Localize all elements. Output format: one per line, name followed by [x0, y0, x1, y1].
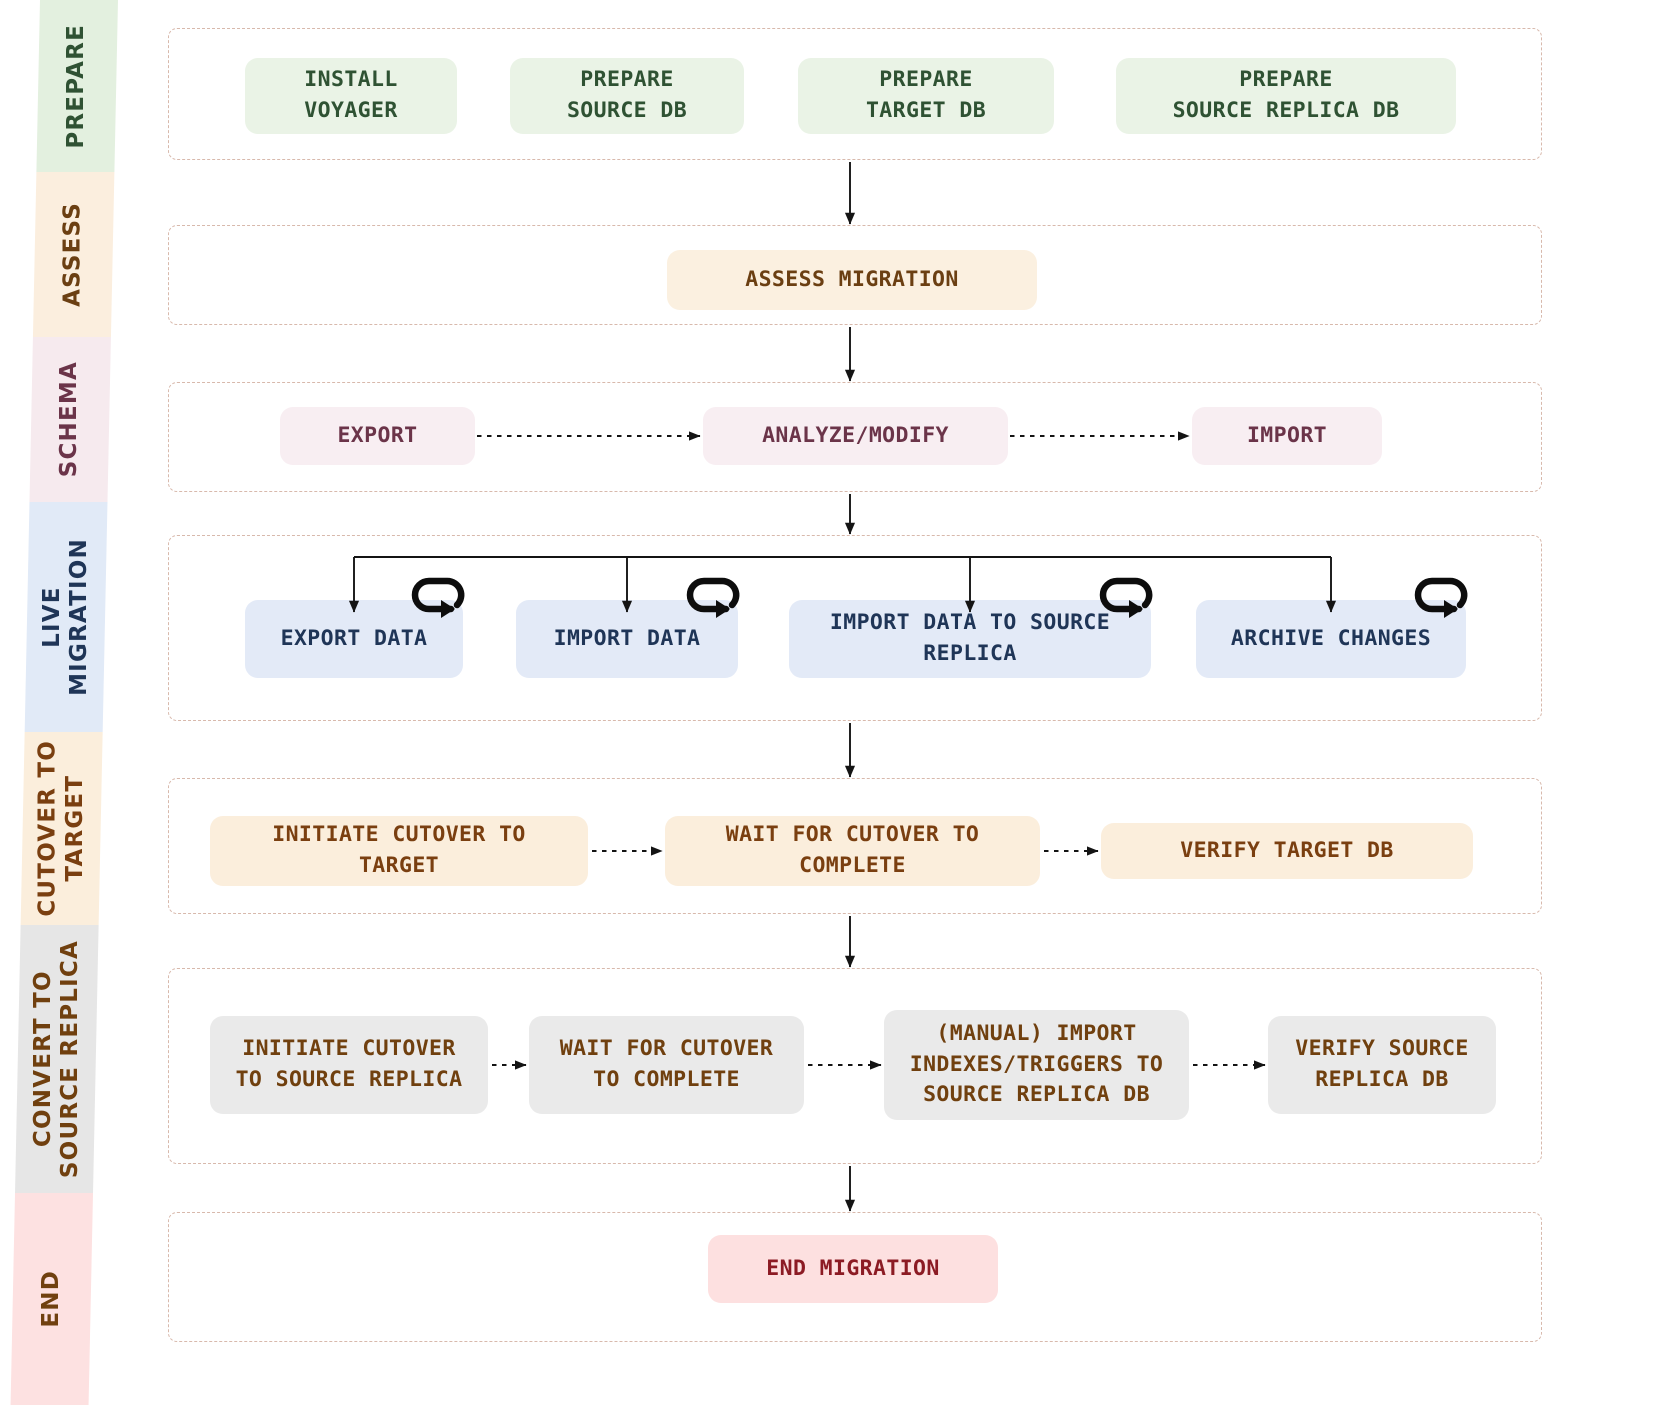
stage-live-migration: [168, 535, 1542, 721]
loop-repeat-icon: [1414, 577, 1468, 618]
node-prepare-source-replica-db[interactable]: PREPARE SOURCE REPLICA DB: [1116, 58, 1456, 134]
phase-band-schema: SCHEMA: [29, 337, 111, 502]
node-manual-import-indexes-triggers[interactable]: (MANUAL) IMPORT INDEXES/TRIGGERS TO SOUR…: [884, 1010, 1189, 1120]
node-end-migration[interactable]: END MIGRATION: [708, 1235, 998, 1303]
node-install-voyager[interactable]: INSTALL VOYAGER: [245, 58, 457, 134]
node-assess-migration[interactable]: ASSESS MIGRATION: [667, 250, 1037, 310]
node-verify-source-replica-db[interactable]: VERIFY SOURCE REPLICA DB: [1268, 1016, 1496, 1114]
node-import-data[interactable]: IMPORT DATA: [516, 600, 738, 678]
node-export-data[interactable]: EXPORT DATA: [245, 600, 463, 678]
loop-repeat-icon: [686, 577, 740, 618]
node-import-data-to-source-replica[interactable]: IMPORT DATA TO SOURCE REPLICA: [789, 600, 1151, 678]
node-prepare-source-db[interactable]: PREPARE SOURCE DB: [510, 58, 744, 134]
stage-cutover-to-target: [168, 778, 1542, 914]
stage-assess: [168, 225, 1542, 325]
node-prepare-target-db[interactable]: PREPARE TARGET DB: [798, 58, 1054, 134]
migration-phase-rail: PREPARE ASSESS SCHEMA LIVE MIGRATION CUTOVER…: [10, 0, 119, 1405]
node-schema-import[interactable]: IMPORT: [1192, 407, 1382, 465]
phase-label-schema: SCHEMA: [56, 361, 83, 478]
node-archive-changes[interactable]: ARCHIVE CHANGES: [1196, 600, 1466, 678]
stage-schema: [168, 382, 1542, 492]
node-initiate-cutover-to-target[interactable]: INITIATE CUTOVER TO TARGET: [210, 816, 588, 886]
phase-label-assess: ASSESS: [60, 202, 87, 307]
loop-repeat-icon: [1099, 577, 1153, 618]
node-verify-target-db[interactable]: VERIFY TARGET DB: [1101, 823, 1473, 879]
phase-band-convert: CONVERT TO SOURCE REPLICA: [15, 925, 99, 1193]
stage-prepare: [168, 28, 1542, 160]
phase-band-end: END: [10, 1193, 94, 1405]
stage-end: [168, 1212, 1542, 1342]
phase-band-prepare: PREPARE: [36, 0, 119, 172]
phase-band-assess: ASSESS: [32, 172, 115, 337]
phase-label-cutover: CUTOVER TO TARGET: [34, 740, 88, 917]
loop-repeat-icon: [411, 577, 465, 618]
phase-label-live: LIVE MIGRATION: [38, 538, 93, 696]
node-wait-for-cutover-to-complete-target[interactable]: WAIT FOR CUTOVER TO COMPLETE: [665, 816, 1040, 886]
phase-band-live: LIVE MIGRATION: [24, 502, 108, 732]
node-schema-export[interactable]: EXPORT: [280, 407, 475, 465]
stage-convert-to-source-replica: [168, 968, 1542, 1164]
phase-band-cutover: CUTOVER TO TARGET: [20, 732, 103, 925]
phase-label-prepare: PREPARE: [63, 23, 90, 149]
node-schema-analyze-modify[interactable]: ANALYZE/MODIFY: [703, 407, 1008, 465]
phase-label-convert: CONVERT TO SOURCE REPLICA: [29, 939, 83, 1179]
phase-label-end: END: [38, 1270, 65, 1328]
node-initiate-cutover-to-source-replica[interactable]: INITIATE CUTOVER TO SOURCE REPLICA: [210, 1016, 488, 1114]
node-wait-for-cutover-to-complete-replica[interactable]: WAIT FOR CUTOVER TO COMPLETE: [529, 1016, 804, 1114]
